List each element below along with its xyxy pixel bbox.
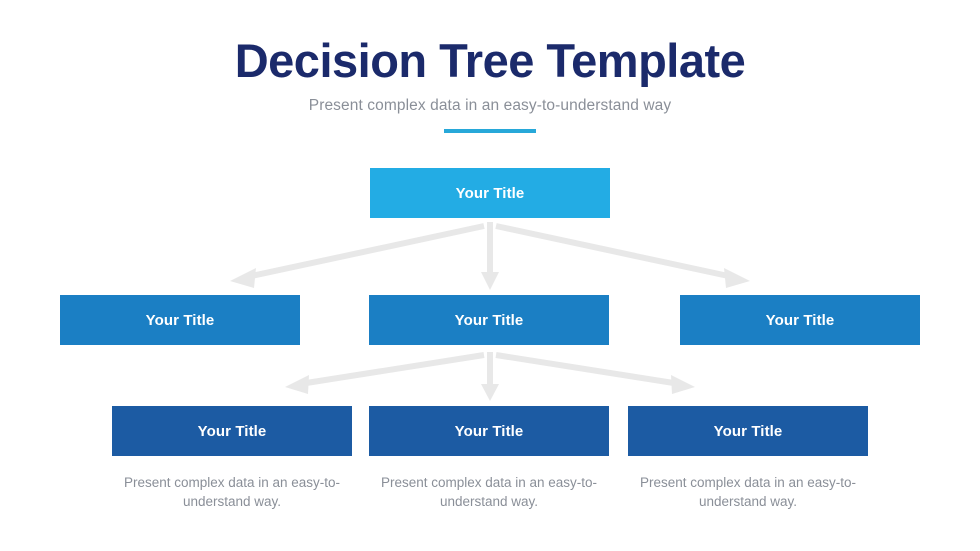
tree-node-leaf-3-label: Your Title [713, 422, 783, 440]
leaf-caption-1: Present complex data in an easy-to-under… [123, 475, 341, 510]
tree-node-mid-3[interactable]: Your Title [680, 295, 920, 345]
tree-node-leaf-1[interactable]: Your Title [112, 406, 352, 456]
arrow-root-to-mid-center [481, 222, 499, 290]
tree-node-mid-2[interactable]: Your Title [369, 295, 609, 345]
tree-node-mid-2-label: Your Title [454, 311, 524, 329]
arrow-root-to-mid-left [230, 223, 485, 288]
tree-node-leaf-2[interactable]: Your Title [369, 406, 609, 456]
tree-node-mid-3-label: Your Title [765, 311, 835, 329]
tree-node-mid-1-label: Your Title [145, 311, 215, 329]
accent-divider [444, 129, 536, 134]
tree-node-root-label: Your Title [455, 184, 525, 202]
page-title: Decision Tree Template [234, 34, 746, 87]
page-subtitle: Present complex data in an easy-to-under… [308, 97, 672, 115]
leaf-caption-3: Present complex data in an easy-to-under… [639, 475, 857, 510]
arrow-mid-to-leaf-right [495, 352, 695, 394]
tree-node-leaf-1-label: Your Title [197, 422, 267, 440]
arrow-root-to-mid-right [495, 223, 750, 288]
tree-node-leaf-2-label: Your Title [454, 422, 524, 440]
tree-node-mid-1[interactable]: Your Title [60, 295, 300, 345]
arrow-mid-to-leaf-left [285, 352, 485, 394]
arrow-mid-to-leaf-center [481, 352, 499, 401]
tree-node-root[interactable]: Your Title [370, 168, 610, 218]
slide-header: Decision Tree Template Present complex d… [0, 0, 980, 134]
leaf-caption-2: Present complex data in an easy-to-under… [380, 475, 598, 510]
tree-node-leaf-3[interactable]: Your Title [628, 406, 868, 456]
